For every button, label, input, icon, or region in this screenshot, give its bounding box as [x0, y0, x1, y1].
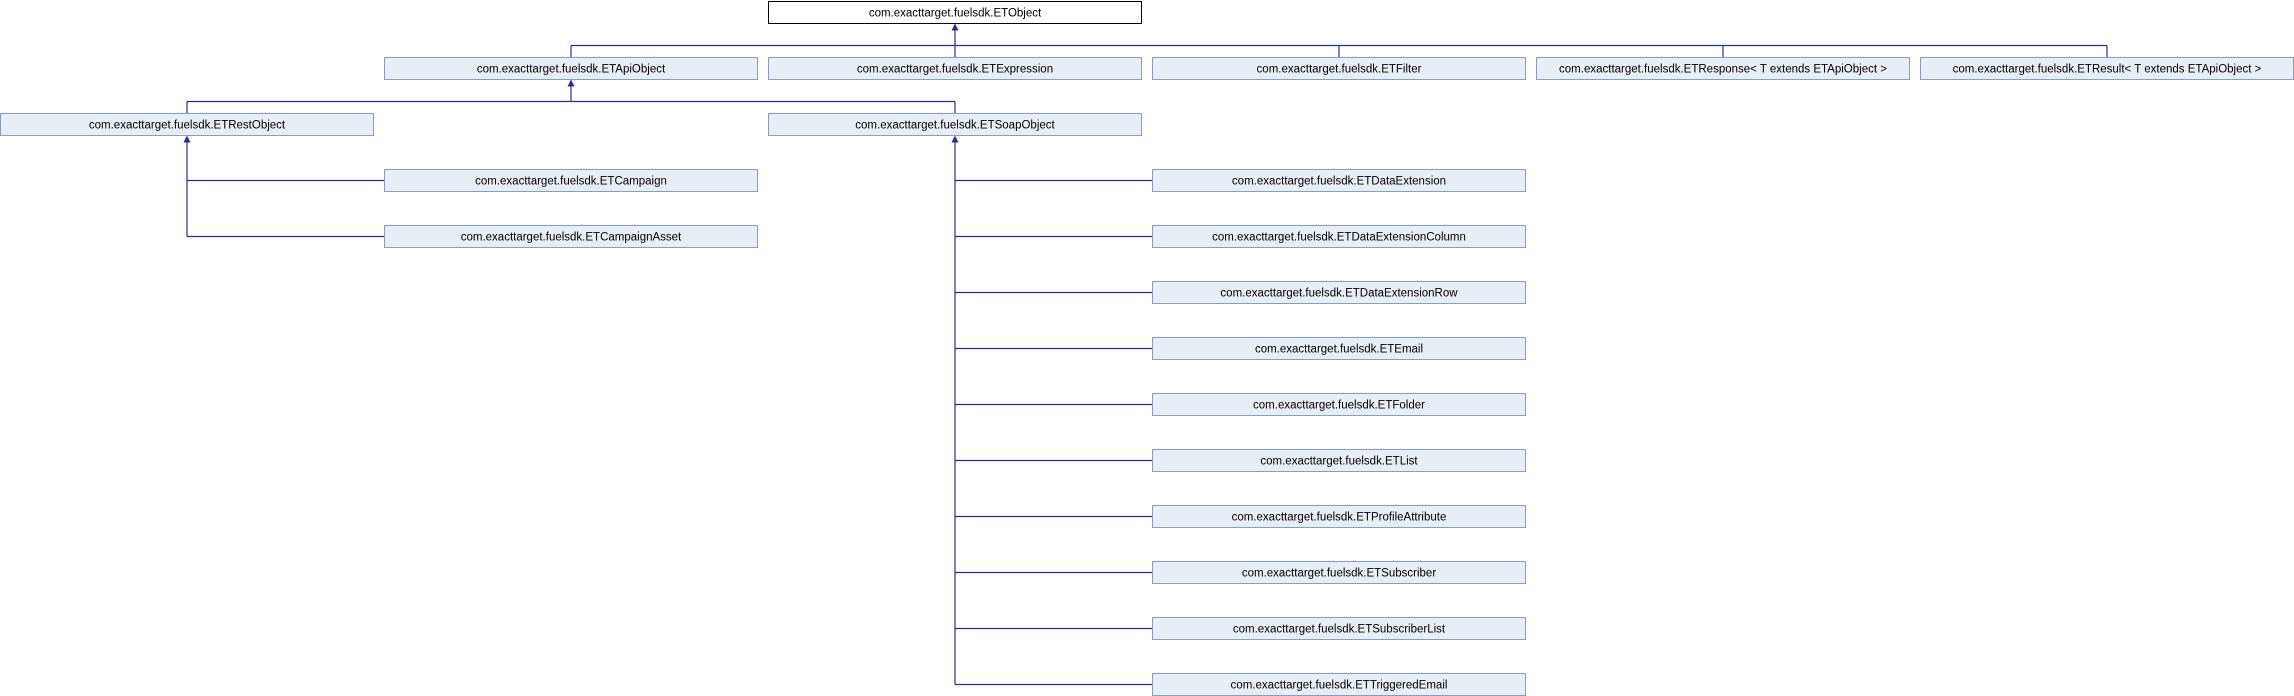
class-box [1152, 393, 1526, 416]
class-box [1152, 561, 1526, 584]
class-node-etsubscriberlist[interactable]: com.exacttarget.fuelsdk.ETSubscriberList [1152, 617, 1526, 640]
class-label: com.exacttarget.fuelsdk.ETExpression [857, 64, 1053, 76]
class-node-etfilter[interactable]: com.exacttarget.fuelsdk.ETFilter [1152, 57, 1526, 80]
class-box [384, 225, 758, 248]
class-node-etrestobject[interactable]: com.exacttarget.fuelsdk.ETRestObject [0, 113, 374, 136]
class-label: com.exacttarget.fuelsdk.ETSubscriberList [1233, 624, 1446, 636]
class-box [1152, 449, 1526, 472]
class-node-etemail[interactable]: com.exacttarget.fuelsdk.ETEmail [1152, 337, 1526, 360]
class-box [1152, 225, 1526, 248]
class-label: com.exacttarget.fuelsdk.ETFolder [1253, 400, 1425, 412]
class-box [1152, 57, 1526, 80]
class-label: com.exacttarget.fuelsdk.ETEmail [1255, 344, 1423, 356]
class-label: com.exacttarget.fuelsdk.ETObject [869, 8, 1042, 20]
class-label: com.exacttarget.fuelsdk.ETFilter [1257, 64, 1422, 76]
class-box [384, 57, 758, 80]
class-box [1152, 169, 1526, 192]
class-label: com.exacttarget.fuelsdk.ETCampaignAsset [461, 232, 682, 244]
class-node-etsoapobject[interactable]: com.exacttarget.fuelsdk.ETSoapObject [768, 113, 1142, 136]
inheritance-edges [183, 23, 2108, 686]
class-node-etresponse[interactable]: com.exacttarget.fuelsdk.ETResponse< T ex… [1536, 57, 1910, 80]
class-box [1152, 337, 1526, 360]
inheritance-arrowhead [183, 135, 191, 143]
class-node-etcampaignasset[interactable]: com.exacttarget.fuelsdk.ETCampaignAsset [384, 225, 758, 248]
class-node-ettriggeredemail[interactable]: com.exacttarget.fuelsdk.ETTriggeredEmail [1152, 673, 1526, 696]
inheritance-arrowhead [567, 79, 575, 87]
class-node-etresult[interactable]: com.exacttarget.fuelsdk.ETResult< T exte… [1920, 57, 2294, 80]
class-label: com.exacttarget.fuelsdk.ETTriggeredEmail [1231, 680, 1448, 692]
class-node-etcampaign[interactable]: com.exacttarget.fuelsdk.ETCampaign [384, 169, 758, 192]
class-box [0, 113, 374, 136]
class-label: com.exacttarget.fuelsdk.ETCampaign [475, 176, 667, 188]
class-node-etexpression[interactable]: com.exacttarget.fuelsdk.ETExpression [768, 57, 1142, 80]
class-node-etdataextension[interactable]: com.exacttarget.fuelsdk.ETDataExtension [1152, 169, 1526, 192]
class-node-etfolder[interactable]: com.exacttarget.fuelsdk.ETFolder [1152, 393, 1526, 416]
class-label: com.exacttarget.fuelsdk.ETSubscriber [1242, 568, 1436, 580]
class-box [1152, 617, 1526, 640]
class-box [1152, 281, 1526, 304]
class-box [768, 1, 1142, 24]
class-label: com.exacttarget.fuelsdk.ETSoapObject [855, 120, 1055, 132]
class-label: com.exacttarget.fuelsdk.ETRestObject [89, 120, 286, 132]
class-label: com.exacttarget.fuelsdk.ETList [1260, 456, 1418, 468]
class-label: com.exacttarget.fuelsdk.ETProfileAttribu… [1232, 512, 1447, 524]
class-node-etobject[interactable]: com.exacttarget.fuelsdk.ETObject [768, 1, 1142, 24]
class-box [1536, 57, 1910, 80]
class-label: com.exacttarget.fuelsdk.ETDataExtensionC… [1212, 232, 1466, 244]
class-label: com.exacttarget.fuelsdk.ETResult< T exte… [1953, 64, 2262, 76]
inheritance-arrowhead [951, 135, 959, 143]
class-box [768, 113, 1142, 136]
class-label: com.exacttarget.fuelsdk.ETDataExtensionR… [1220, 288, 1458, 300]
class-node-etlist[interactable]: com.exacttarget.fuelsdk.ETList [1152, 449, 1526, 472]
class-node-etprofileattribute[interactable]: com.exacttarget.fuelsdk.ETProfileAttribu… [1152, 505, 1526, 528]
class-box [1152, 505, 1526, 528]
class-box [768, 57, 1142, 80]
class-node-etsubscriber[interactable]: com.exacttarget.fuelsdk.ETSubscriber [1152, 561, 1526, 584]
inheritance-arrowhead [951, 23, 959, 31]
class-label: com.exacttarget.fuelsdk.ETDataExtension [1232, 176, 1446, 188]
class-label: com.exacttarget.fuelsdk.ETApiObject [477, 64, 666, 76]
class-box [384, 169, 758, 192]
class-node-etdataextensioncolumn[interactable]: com.exacttarget.fuelsdk.ETDataExtensionC… [1152, 225, 1526, 248]
class-label: com.exacttarget.fuelsdk.ETResponse< T ex… [1559, 64, 1887, 76]
class-node-etapiobject[interactable]: com.exacttarget.fuelsdk.ETApiObject [384, 57, 758, 80]
class-node-etdataextensionrow[interactable]: com.exacttarget.fuelsdk.ETDataExtensionR… [1152, 281, 1526, 304]
